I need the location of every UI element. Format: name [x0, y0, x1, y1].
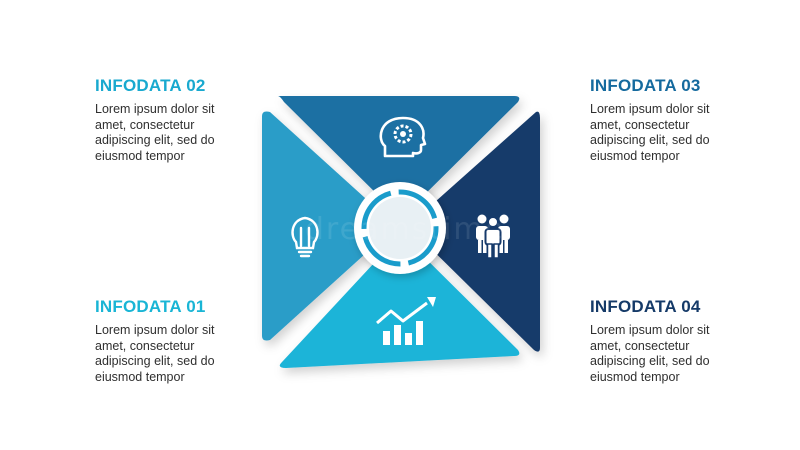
- team-icon: [476, 214, 510, 259]
- segment-right: [408, 111, 540, 352]
- center-ring: [361, 189, 439, 267]
- infodata-03-line: adipiscing elit, sed do: [590, 133, 710, 147]
- infodata-03-line: amet, consectetur: [590, 117, 690, 132]
- infodata-01-text: Lorem ipsum dolor sit amet, consectetur …: [95, 323, 295, 385]
- infodata-02-line: adipiscing elit, sed do: [95, 133, 215, 147]
- infodata-01-title: INFODATA 01: [95, 297, 206, 316]
- infodata-04-line: adipiscing elit, sed do: [590, 354, 710, 368]
- infodata-04-title: INFODATA 04: [590, 297, 701, 316]
- infodata-03-title: INFODATA 03: [590, 76, 701, 95]
- head-gear-icon: [379, 116, 427, 158]
- infodata-01-line: amet, consectetur: [95, 338, 195, 353]
- infodata-02-line: Lorem ipsum dolor sit: [95, 102, 215, 116]
- segment-left: [262, 111, 396, 341]
- infodata-03-line: eiusmod tempor: [590, 148, 680, 163]
- infodata-03-panel: INFODATA 03 Lorem ipsum dolor sit amet, …: [590, 76, 790, 164]
- lightbulb-icon: [291, 216, 319, 258]
- infodata-01-panel: INFODATA 01 Lorem ipsum dolor sit amet, …: [95, 297, 295, 385]
- center-disc: [369, 197, 431, 259]
- infodata-03-text: Lorem ipsum dolor sit amet, consectetur …: [590, 102, 790, 164]
- infodata-04-panel: INFODATA 04 Lorem ipsum dolor sit amet, …: [590, 297, 790, 385]
- infodata-02-title: INFODATA 02: [95, 76, 206, 95]
- infodata-04-line: Lorem ipsum dolor sit: [590, 323, 710, 337]
- infodata-01-line: eiusmod tempor: [95, 369, 185, 384]
- infodata-04-line: eiusmod tempor: [590, 369, 680, 384]
- segment-bottom: [279, 234, 520, 368]
- infodata-02-panel: INFODATA 02 Lorem ipsum dolor sit amet, …: [95, 76, 295, 164]
- infodata-04-text: Lorem ipsum dolor sit amet, consectetur …: [590, 323, 790, 385]
- infodata-02-line: amet, consectetur: [95, 117, 195, 132]
- infodata-01-line: Lorem ipsum dolor sit: [95, 323, 215, 337]
- infodata-03-line: Lorem ipsum dolor sit: [590, 102, 710, 116]
- growth-chart-icon: [376, 297, 436, 345]
- infodata-02-line: eiusmod tempor: [95, 148, 185, 163]
- infodata-01-line: adipiscing elit, sed do: [95, 354, 215, 368]
- infodata-04-line: amet, consectetur: [590, 338, 690, 353]
- infodata-02-text: Lorem ipsum dolor sit amet, consectetur …: [95, 102, 295, 164]
